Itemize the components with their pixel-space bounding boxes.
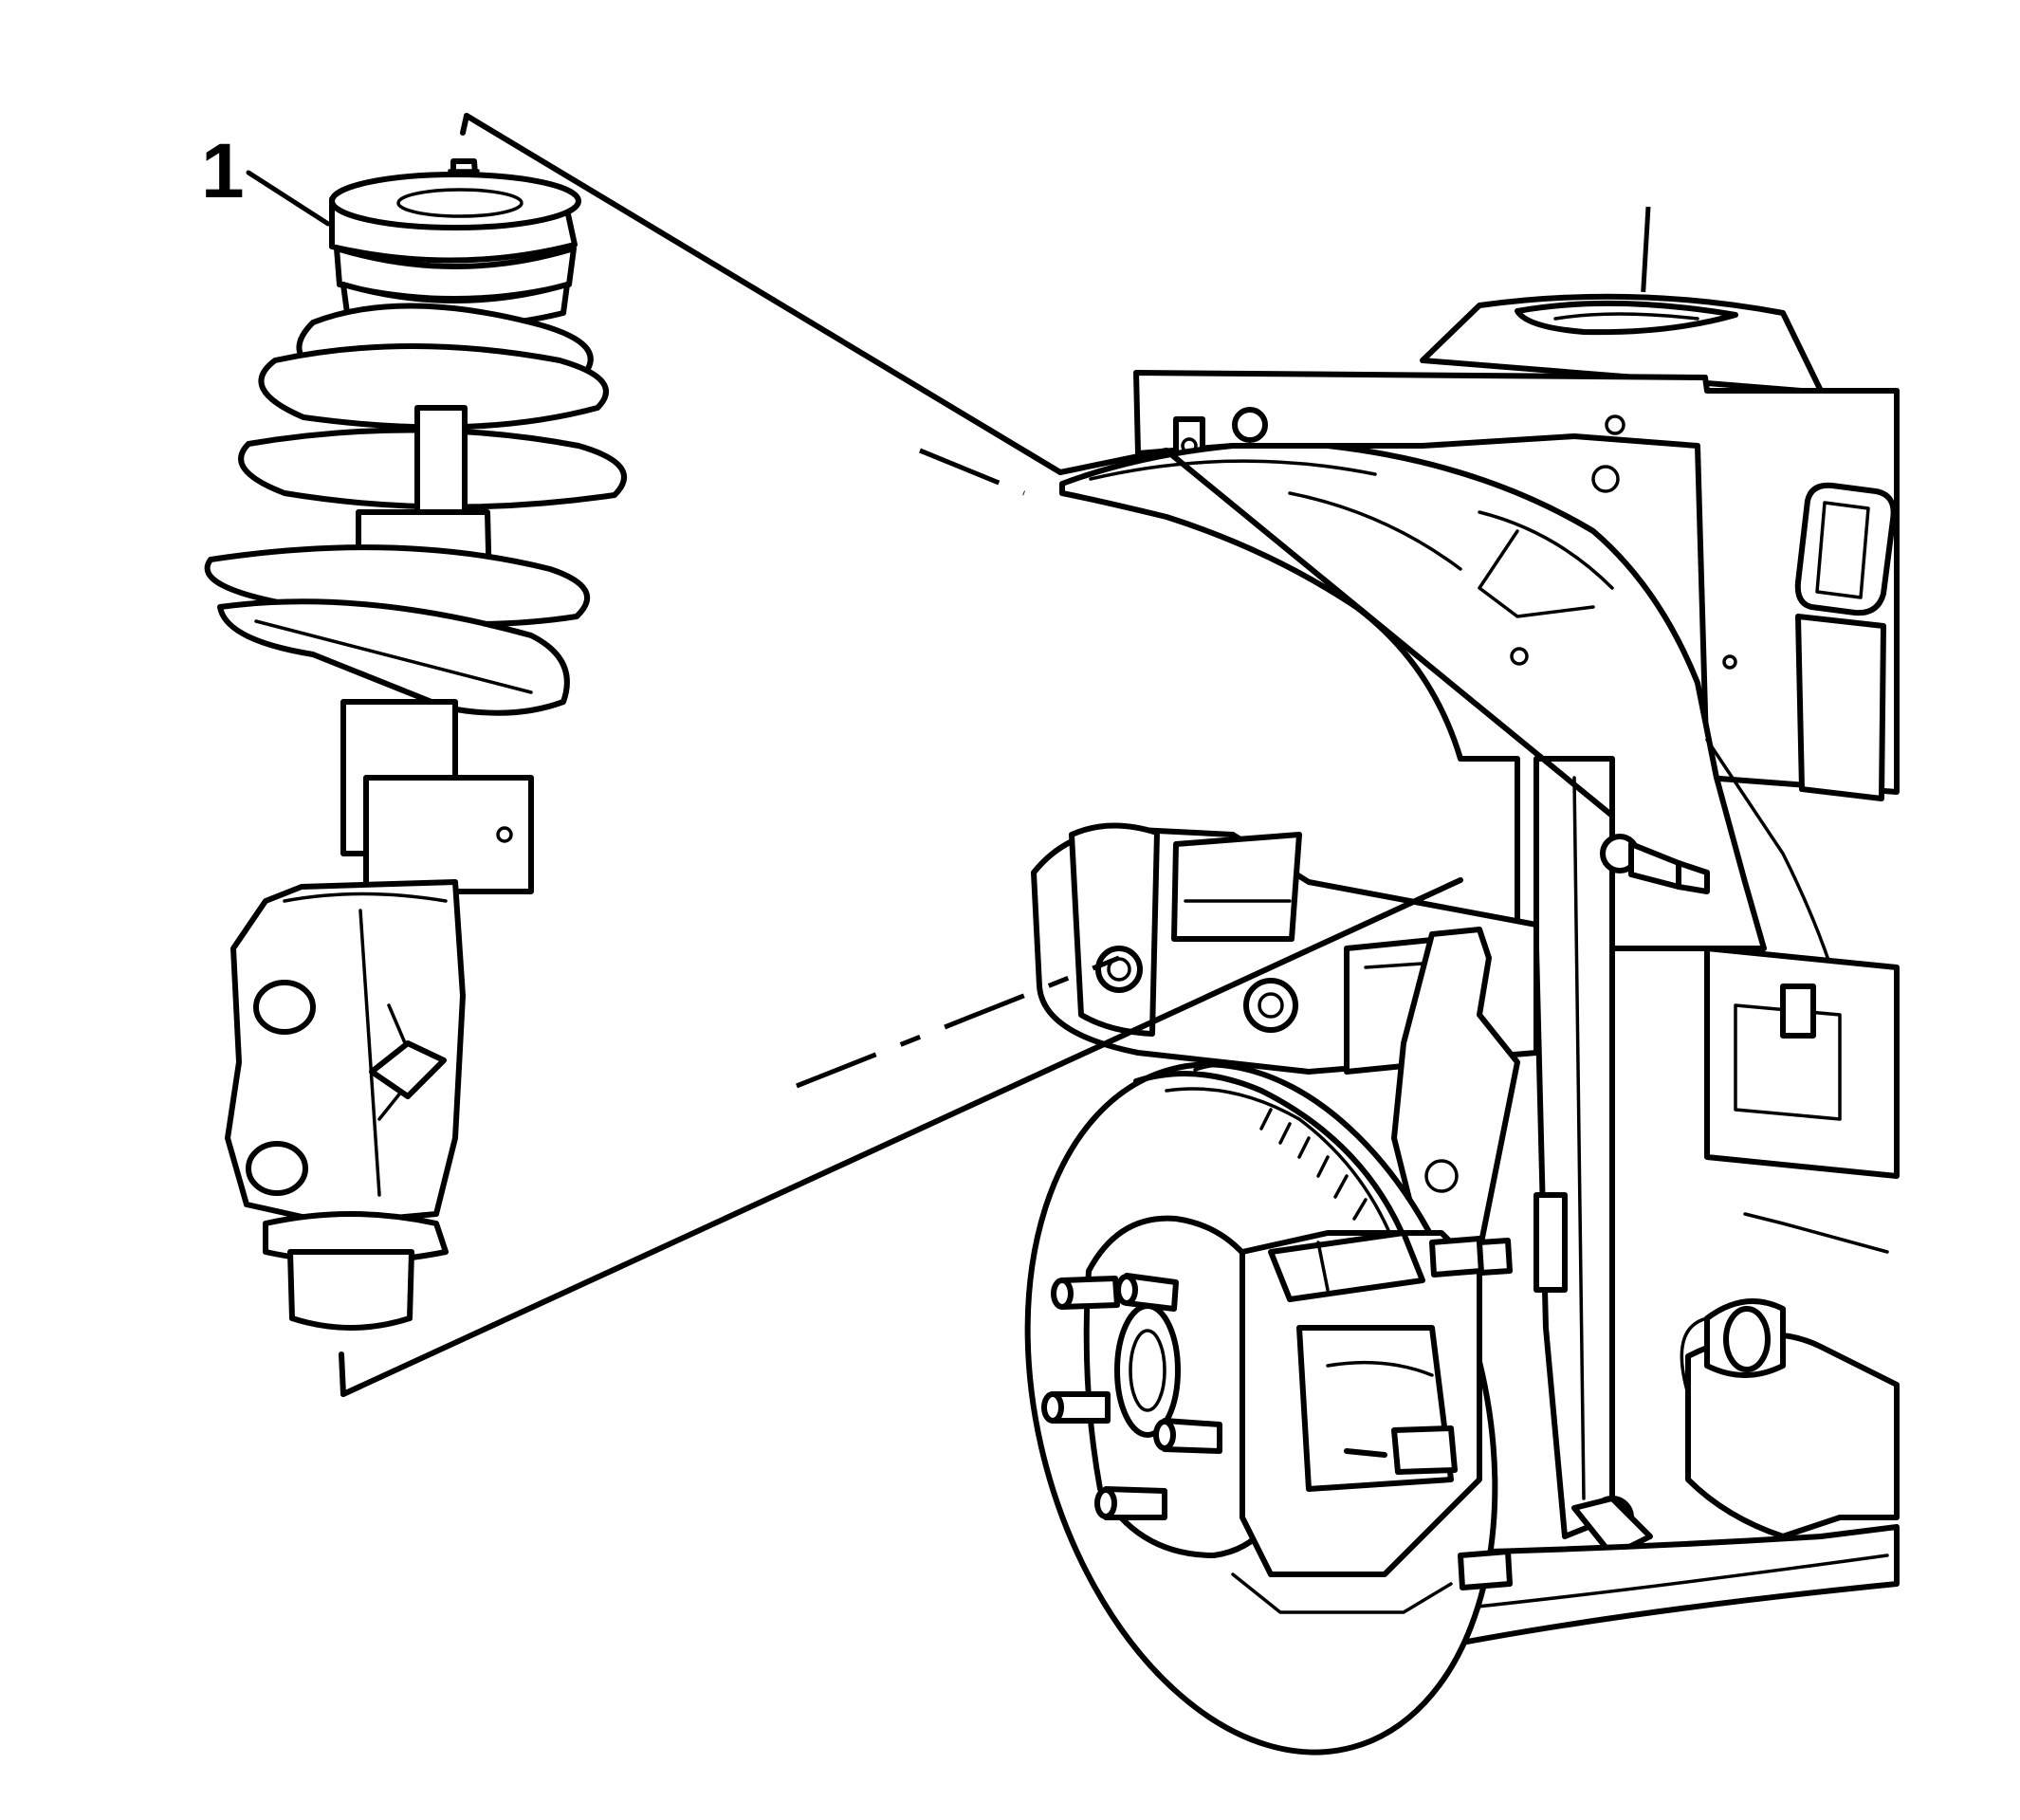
projection-lines bbox=[339, 113, 1615, 1397]
callout-1-label: 1 bbox=[201, 128, 245, 214]
stabilizer-link bbox=[1533, 756, 1710, 1558]
strut-assembly bbox=[204, 158, 627, 1331]
knuckle bbox=[1391, 927, 1568, 1293]
alignment-centerline bbox=[796, 448, 1120, 1089]
brake-caliper bbox=[1231, 1230, 1513, 1614]
callout-1-leader bbox=[246, 170, 331, 227]
strut-tower bbox=[1133, 206, 1900, 801]
wheel-hub bbox=[1041, 1215, 1293, 1558]
